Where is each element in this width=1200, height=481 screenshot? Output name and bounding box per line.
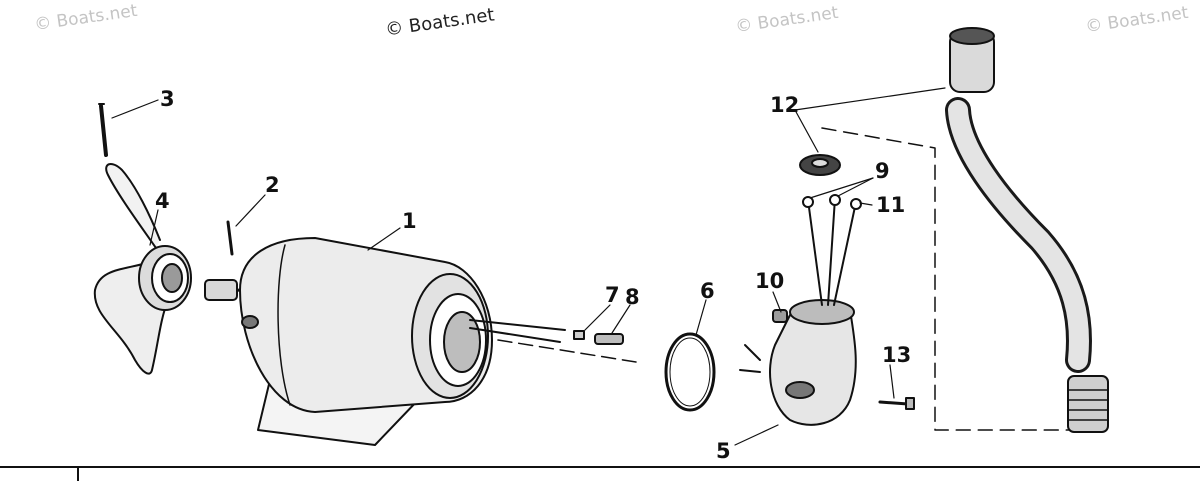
callout-5: 5 [716, 439, 731, 463]
callout-1: 1 [402, 209, 417, 233]
callout-3: 3 [160, 87, 175, 111]
part-motor-housing [204, 237, 637, 446]
callout-2: 2 [265, 173, 280, 197]
callout-8: 8 [625, 285, 640, 309]
part-screw [98, 103, 108, 157]
callout-7: 7 [605, 283, 620, 307]
callout-12: 12 [770, 93, 799, 117]
part-o-ring [664, 332, 716, 412]
callout-4: 4 [155, 189, 170, 213]
part-nose-cone [739, 299, 857, 426]
callout-6: 6 [700, 279, 715, 303]
part-bolt [878, 397, 915, 410]
callout-10: 10 [755, 269, 784, 293]
table-rule [0, 466, 1200, 481]
part-propeller [93, 163, 192, 375]
part-wires [802, 194, 862, 306]
part-washer [799, 154, 841, 176]
part-pin [226, 220, 234, 256]
callout-9: 9 [875, 159, 890, 183]
callout-labels: 1 2 3 4 5 6 7 8 9 10 11 12 13 [155, 87, 911, 463]
leader-lines [111, 87, 946, 446]
part-steering-tube [821, 27, 1109, 433]
callout-11: 11 [876, 193, 905, 217]
part-small-pins [573, 330, 624, 345]
callout-13: 13 [882, 343, 911, 367]
